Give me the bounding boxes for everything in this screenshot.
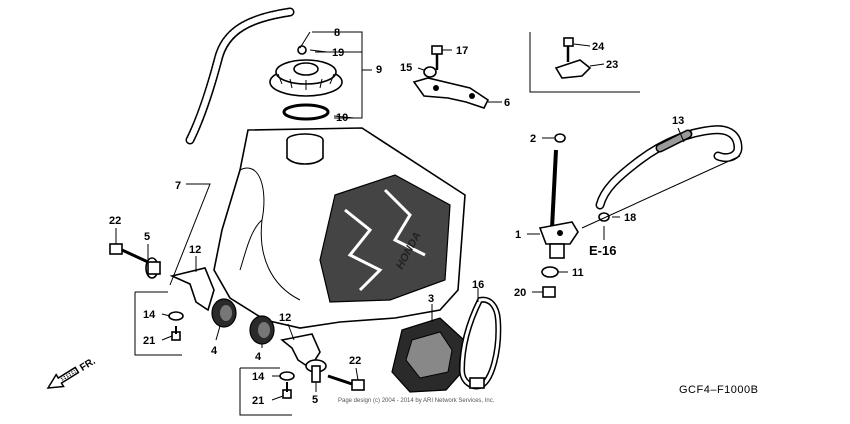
left-rubber-4 bbox=[211, 298, 237, 328]
left-collar-14 bbox=[168, 311, 184, 321]
diagram-code: GCF4–F1000B bbox=[679, 384, 758, 396]
right-rubber-4 bbox=[249, 315, 275, 345]
callout-1[interactable]: 1 bbox=[515, 229, 521, 241]
reference-e16[interactable]: E-16 bbox=[589, 243, 616, 258]
right-collar-5 bbox=[305, 359, 327, 383]
tank-decal bbox=[319, 174, 451, 303]
callout-13[interactable]: 13 bbox=[672, 115, 684, 127]
right-collar-14 bbox=[279, 371, 295, 381]
right-bolt-22 bbox=[327, 374, 365, 391]
callout-11[interactable]: 11 bbox=[572, 267, 584, 279]
callout-22-right[interactable]: 22 bbox=[349, 355, 361, 367]
callout-3[interactable]: 3 bbox=[428, 293, 434, 305]
callout-18[interactable]: 18 bbox=[624, 212, 636, 224]
front-direction-arrow: FR. bbox=[46, 356, 98, 389]
cap-gasket bbox=[282, 103, 330, 121]
callout-5-left[interactable]: 5 bbox=[144, 231, 150, 243]
direction-label: FR. bbox=[78, 356, 98, 374]
cap-clip bbox=[297, 45, 307, 55]
callout-14-left[interactable]: 14 bbox=[143, 309, 156, 321]
valve-strainer bbox=[550, 149, 558, 229]
right-bolt-21 bbox=[282, 382, 292, 399]
callout-21-right[interactable]: 21 bbox=[252, 395, 264, 407]
left-collar-5 bbox=[145, 257, 161, 279]
callout-24[interactable]: 24 bbox=[592, 41, 605, 53]
collar-15 bbox=[423, 66, 437, 78]
callout-14-right[interactable]: 14 bbox=[252, 371, 265, 383]
callout-20[interactable]: 20 bbox=[514, 287, 526, 299]
callout-21-left[interactable]: 21 bbox=[143, 335, 155, 347]
callout-7[interactable]: 7 bbox=[175, 180, 181, 192]
callout-4-right[interactable]: 4 bbox=[255, 351, 262, 363]
callout-15[interactable]: 15 bbox=[400, 62, 412, 74]
callout-16[interactable]: 16 bbox=[472, 279, 484, 291]
callout-6[interactable]: 6 bbox=[504, 97, 510, 109]
callout-17[interactable]: 17 bbox=[456, 45, 468, 57]
tank-pad-3 bbox=[391, 317, 465, 393]
clip-23 bbox=[554, 59, 592, 79]
tank-band-16 bbox=[458, 296, 502, 390]
left-stay-12 bbox=[169, 267, 215, 312]
callout-8[interactable]: 8 bbox=[334, 27, 340, 39]
callout-9[interactable]: 9 bbox=[376, 64, 382, 76]
callout-19[interactable]: 19 bbox=[332, 47, 344, 59]
valve-seal-11 bbox=[541, 266, 559, 278]
callout-12-left[interactable]: 12 bbox=[189, 244, 201, 256]
bracket-6 bbox=[412, 77, 490, 109]
callout-2[interactable]: 2 bbox=[530, 133, 536, 145]
callout-22-left[interactable]: 22 bbox=[109, 215, 121, 227]
left-bolt-22 bbox=[109, 243, 149, 264]
fuel-tank: HONDA bbox=[213, 127, 466, 329]
callout-10[interactable]: 10 bbox=[336, 112, 348, 124]
fuel-valve-1 bbox=[538, 221, 579, 259]
callout-23[interactable]: 23 bbox=[606, 59, 618, 71]
screw-24 bbox=[563, 37, 574, 62]
copyright-notice: Page design (c) 2004 - 2014 by ARI Netwo… bbox=[338, 398, 495, 404]
fuel-cap bbox=[269, 59, 343, 97]
callout-12-right[interactable]: 12 bbox=[279, 312, 291, 324]
callout-4-left[interactable]: 4 bbox=[211, 345, 218, 357]
callout-5-right[interactable]: 5 bbox=[312, 394, 318, 406]
bolt-17 bbox=[431, 45, 443, 70]
left-bolt-21 bbox=[171, 326, 181, 341]
valve-gasket-2 bbox=[554, 133, 566, 143]
valve-bolt-20 bbox=[542, 286, 556, 298]
